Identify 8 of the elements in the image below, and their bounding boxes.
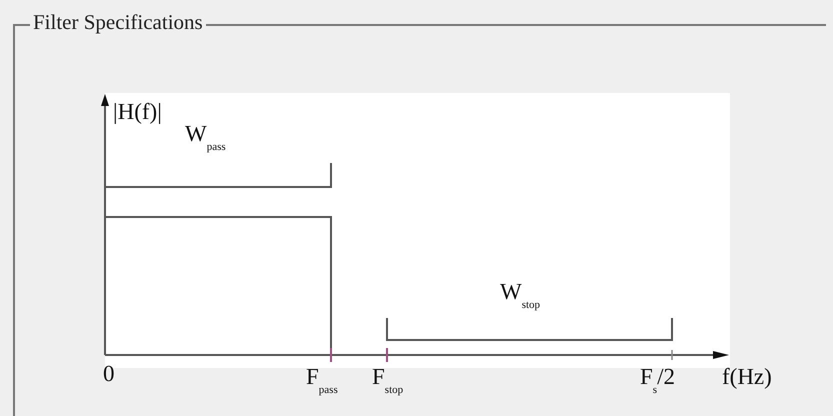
tick-label: 0 bbox=[103, 362, 114, 385]
tick-label: F$_{pass}$ bbox=[306, 365, 338, 396]
parameter-label: W$_{stop}$ bbox=[500, 280, 540, 311]
axis-label: f(Hz) bbox=[722, 365, 772, 388]
tick-label: F$_{stop}$ bbox=[372, 365, 404, 396]
tick-label: F$_{s}$/2 bbox=[640, 365, 675, 396]
axis-label: |H(f)| bbox=[113, 100, 162, 123]
parameter-label: W$_{pass}$ bbox=[185, 122, 226, 153]
